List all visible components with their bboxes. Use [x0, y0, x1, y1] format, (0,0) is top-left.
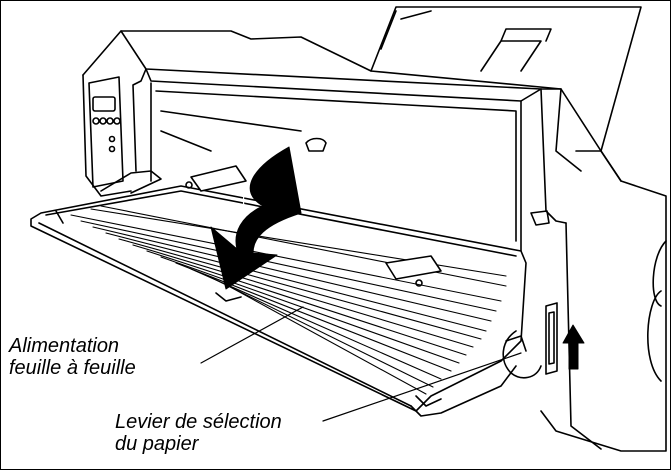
leader-lines	[200, 306, 522, 422]
paper-selection-lever	[502, 302, 558, 379]
feeder-leader-line	[200, 306, 304, 364]
lever-leader-line	[322, 352, 522, 422]
printer-body	[82, 30, 667, 452]
operator-panel	[88, 76, 162, 194]
up-arrow-icon	[562, 324, 585, 370]
curved-down-arrow-icon	[210, 146, 302, 290]
paper-lever-label: Levier de sélection du papier	[115, 411, 282, 455]
paper-support	[370, 6, 642, 152]
sheet-feeder-label-line-1: Alimentation	[9, 335, 120, 357]
sheet-feeder-tray	[30, 165, 527, 417]
paper-lever-label-line-1: Levier de sélection	[115, 411, 282, 433]
sheet-feeder-label-line-2: feuille à feuille	[9, 357, 136, 379]
paper-lever-label-line-2: du papier	[115, 433, 199, 455]
sheet-feeder-label: Alimentation feuille à feuille	[9, 335, 136, 379]
